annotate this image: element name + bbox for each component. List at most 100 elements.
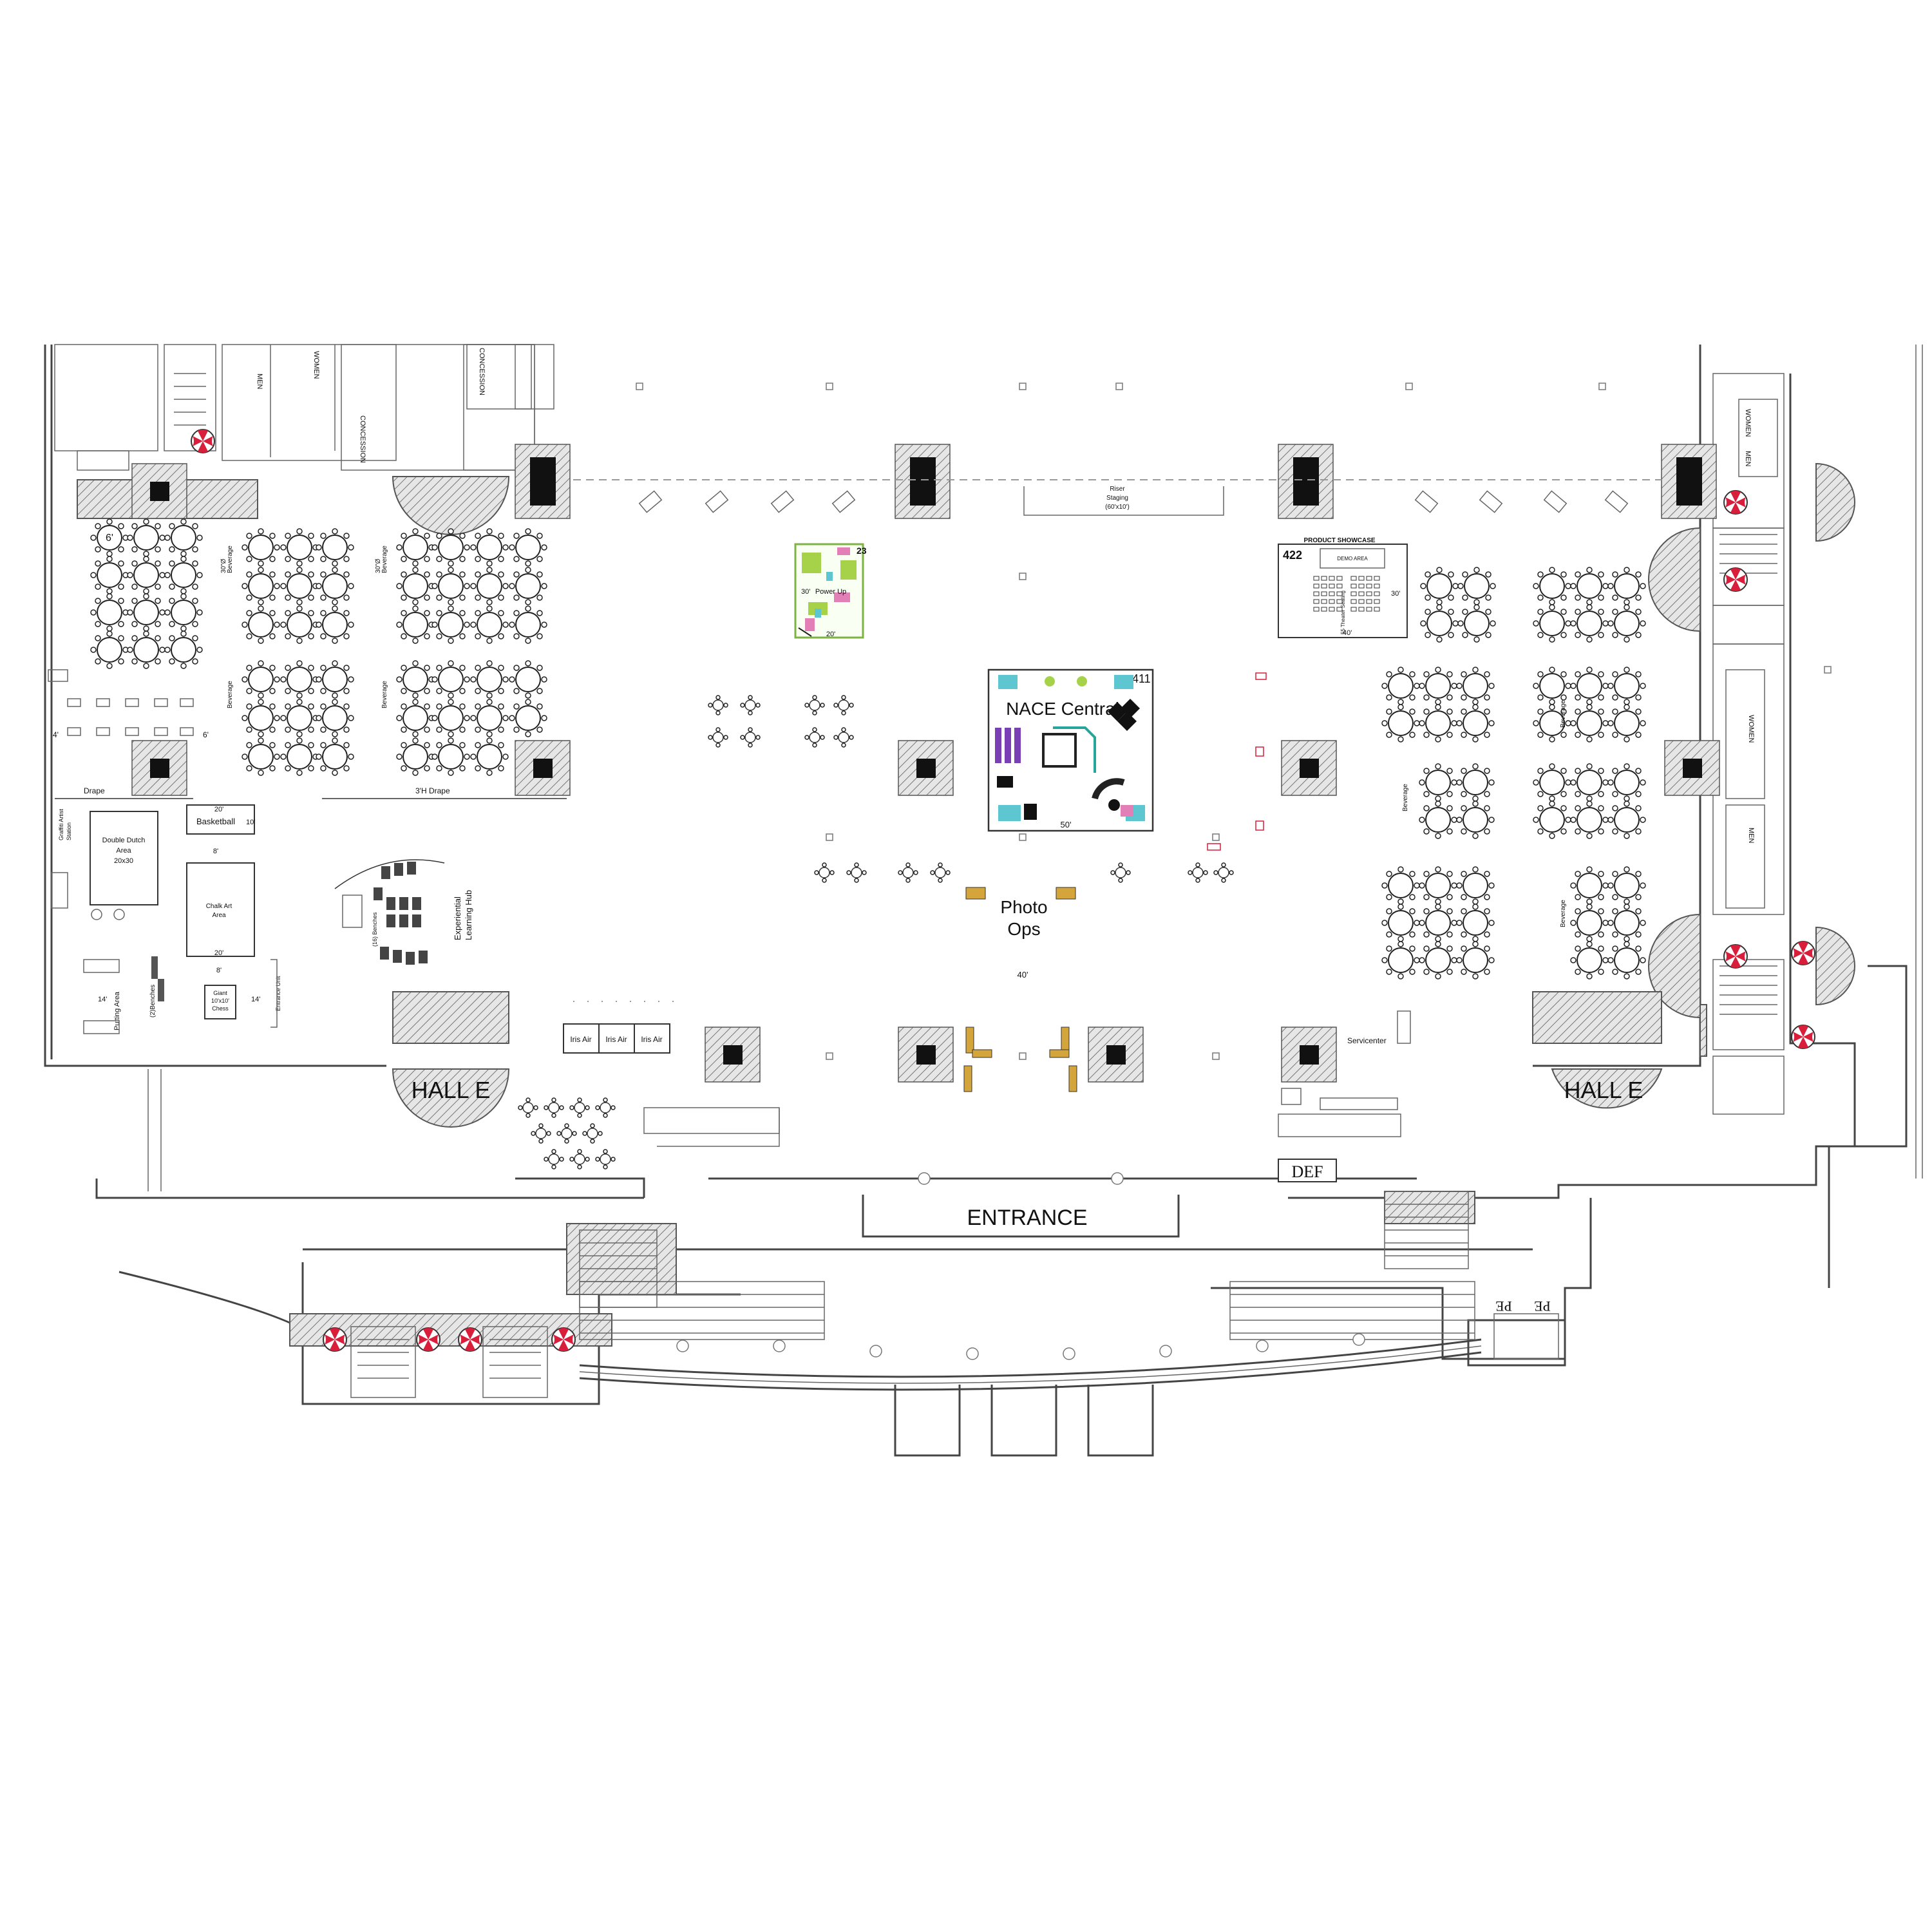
svg-text:Giant: Giant (213, 990, 227, 996)
svg-text:40': 40' (1343, 629, 1352, 637)
svg-text:20': 20' (214, 949, 223, 957)
svg-text:422: 422 (1283, 549, 1302, 562)
svg-text:Learning Hub: Learning Hub (464, 890, 473, 940)
svg-text:Area: Area (116, 847, 131, 855)
svg-text:MEN: MEN (1744, 451, 1752, 467)
door-swings (77, 462, 1855, 1347)
svg-text:Ops: Ops (1007, 919, 1040, 939)
building-walls (44, 345, 1923, 1457)
svg-text:20': 20' (826, 630, 835, 638)
entrance-label: ENTRANCE (967, 1206, 1087, 1230)
iris-air-booths: Iris Air Iris Air Iris Air (563, 1001, 780, 1147)
svg-text:WOMEN: WOMEN (1747, 715, 1755, 743)
svg-text:3'H Drape: 3'H Drape (415, 786, 450, 795)
activity-zone-left: Double Dutch Area 20x30 20' Basketball 1… (51, 804, 281, 1034)
svg-text:Experiential: Experiential (453, 896, 462, 940)
columns (131, 444, 1720, 1083)
svg-text:PRODUCT SHOWCASE: PRODUCT SHOWCASE (1303, 537, 1375, 544)
exterior-pillars (676, 1172, 1365, 1360)
small-markers (1207, 672, 1267, 851)
experiential-learning-hub: (16) Benches Experiential Learning Hub (334, 859, 473, 965)
svg-text:Beverage: Beverage (1560, 900, 1567, 927)
svg-text:Beverage: Beverage (381, 681, 388, 708)
svg-text:55 Theater Seating: 55 Theater Seating (1340, 591, 1346, 634)
pe-label-2: PE (1534, 1298, 1551, 1314)
svg-text:Photo: Photo (1000, 897, 1047, 917)
svg-text:Riser: Riser (1110, 486, 1125, 493)
svg-text:(60'x10'): (60'x10') (1105, 504, 1130, 511)
buffet-stations (638, 490, 1629, 513)
hall-e-label-left: HALL E (412, 1077, 491, 1103)
svg-text:(2)Benches: (2)Benches (149, 985, 156, 1018)
svg-text:Beverage: Beverage (227, 545, 234, 573)
svg-text:MEN: MEN (256, 374, 263, 390)
small-tables-left: 4' 6' (48, 669, 209, 739)
svg-text:Power Up: Power Up (815, 588, 846, 596)
svg-text:MEN: MEN (1747, 828, 1755, 844)
svg-text:NACE Central: NACE Central (1006, 699, 1119, 719)
svg-text:8': 8' (213, 848, 218, 855)
svg-text:30"Ø: 30"Ø (375, 558, 382, 573)
svg-text:10': 10' (246, 819, 255, 826)
photo-ops-area: Photo Ops 40' (963, 887, 1077, 1092)
svg-text:50': 50' (1061, 820, 1072, 829)
svg-text:Station: Station (66, 822, 72, 840)
right-service-areas (1712, 373, 1785, 1115)
power-up-booth: Power Up 23 20' 30' (794, 543, 867, 639)
svg-text:8': 8' (216, 967, 222, 974)
svg-text:Staging: Staging (1106, 495, 1128, 502)
svg-text:Iris Air: Iris Air (605, 1035, 627, 1044)
svg-text:Iris Air: Iris Air (641, 1035, 662, 1044)
table-size-label: 6' (106, 533, 113, 544)
svg-text:30': 30' (801, 588, 810, 596)
svg-text:CONCESSION: CONCESSION (478, 348, 486, 395)
svg-text:Graffiti Artist: Graffiti Artist (58, 809, 64, 840)
svg-text:WOMEN: WOMEN (1744, 409, 1752, 437)
riser-staging: Riser Staging (60'x10') (1023, 486, 1224, 516)
svg-text:20x30: 20x30 (114, 857, 133, 865)
svg-text:20': 20' (214, 806, 223, 813)
svg-text:Servicenter: Servicenter (1347, 1036, 1387, 1045)
room-labels: MEN WOMEN WOMEN MEN WOMEN MEN CONCESSION… (256, 348, 1755, 844)
svg-text:Chalk Art: Chalk Art (206, 903, 232, 910)
beverage-stations: Beverage Beverage Beverage Beverage Beve… (220, 545, 1567, 927)
svg-text:Chess: Chess (212, 1005, 229, 1012)
svg-text:WOMEN: WOMEN (312, 351, 320, 379)
svg-text:CONCESSION: CONCESSION (359, 415, 366, 463)
svg-text:23: 23 (857, 545, 867, 556)
pe-label-1: PE (1495, 1298, 1512, 1314)
svg-text:Beverage: Beverage (1402, 784, 1409, 811)
svg-text:14': 14' (251, 996, 260, 1003)
svg-text:10'x10': 10'x10' (211, 998, 229, 1004)
product-showcase-booth: PRODUCT SHOWCASE 422 DEMO AREA 55 Theate… (1278, 537, 1408, 638)
grid-pillars (636, 383, 1832, 1060)
servicenter: Servicenter (1278, 1010, 1411, 1137)
def-box (1278, 1159, 1337, 1182)
svg-text:Entrance Unit: Entrance Unit (275, 976, 281, 1011)
svg-text:14': 14' (98, 996, 107, 1003)
svg-text:Beverage: Beverage (1560, 700, 1567, 728)
svg-text:Iris Air: Iris Air (570, 1035, 591, 1044)
svg-text:Beverage: Beverage (227, 681, 234, 708)
top-service-areas (54, 344, 554, 471)
svg-text:Double Dutch: Double Dutch (102, 837, 146, 844)
svg-text:DEMO AREA: DEMO AREA (1337, 556, 1368, 562)
svg-text:6': 6' (203, 730, 209, 739)
svg-text:4': 4' (53, 730, 59, 739)
drape-lines: Drape 3'H Drape (55, 786, 567, 799)
svg-text:40': 40' (1018, 970, 1028, 980)
hall-e-label-right: HALL E (1564, 1077, 1643, 1103)
round-tables-left (90, 518, 547, 776)
svg-text:Basketball: Basketball (196, 817, 235, 826)
escalators (350, 1191, 1559, 1398)
svg-text:30"Ø: 30"Ø (220, 558, 227, 573)
nace-central-booth: NACE Central 411 50' (987, 668, 1154, 832)
round-tables-right (1381, 567, 1646, 980)
svg-text:Area: Area (212, 912, 226, 919)
svg-text:Drape: Drape (84, 786, 105, 795)
svg-text:411: 411 (1132, 672, 1151, 685)
svg-text:30': 30' (1391, 590, 1400, 598)
svg-text:(16) Benches: (16) Benches (372, 912, 378, 947)
svg-text:Putting Area: Putting Area (113, 991, 121, 1030)
